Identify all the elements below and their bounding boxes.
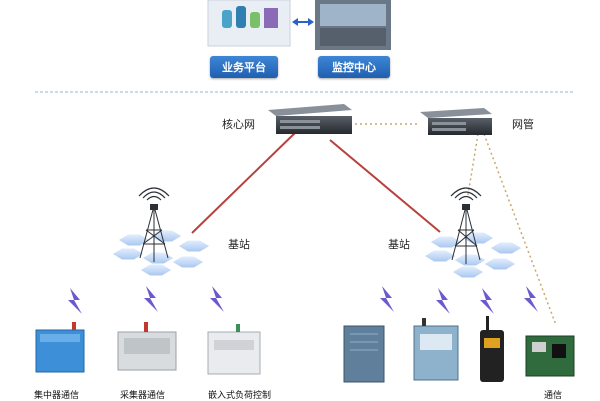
link-mgmt-far-device	[483, 133, 557, 326]
base-station-right	[423, 187, 523, 279]
lightning-icon	[68, 288, 82, 314]
link-core-left-station	[191, 129, 299, 234]
business-platform-button: 业务平台	[210, 56, 278, 78]
device-label: 集中器通信	[34, 391, 80, 401]
device-terminal	[413, 318, 459, 381]
network-mgmt-server	[420, 108, 492, 135]
wireless-signal-icon	[450, 187, 482, 201]
device-circuit-board	[525, 335, 575, 377]
link-core-right-station	[329, 139, 441, 233]
device-concentrator	[35, 322, 85, 373]
device-embedded-load-control	[207, 324, 261, 375]
business-platform-image	[207, 0, 291, 47]
device-label: 通信	[544, 391, 563, 401]
monitor-center-image	[315, 0, 391, 50]
device-collector	[117, 322, 177, 371]
lightning-icon	[436, 288, 450, 314]
monitor-center-button: 监控中心	[318, 56, 390, 78]
lightning-icon	[210, 286, 224, 312]
core-network-server	[268, 104, 352, 134]
wireless-signal-icon	[138, 187, 170, 201]
base-station-right-label: 基站	[388, 238, 410, 251]
base-station-left	[111, 187, 211, 277]
base-station-left-label: 基站	[228, 238, 250, 251]
lightning-icon	[380, 286, 394, 312]
core-network-label: 核心网	[222, 118, 255, 131]
device-radio-module	[343, 325, 385, 383]
lightning-icon	[480, 288, 494, 314]
lightning-icon	[524, 286, 538, 312]
device-label: 采集器通信	[120, 391, 166, 401]
link-mgmt-right-station	[467, 133, 479, 196]
device-label: 嵌入式负荷控制	[208, 391, 272, 401]
lightning-icon	[144, 286, 158, 312]
network-mgmt-label: 网管	[512, 118, 534, 131]
device-walkie-talkie	[480, 316, 504, 382]
double-arrow-icon	[292, 18, 314, 26]
